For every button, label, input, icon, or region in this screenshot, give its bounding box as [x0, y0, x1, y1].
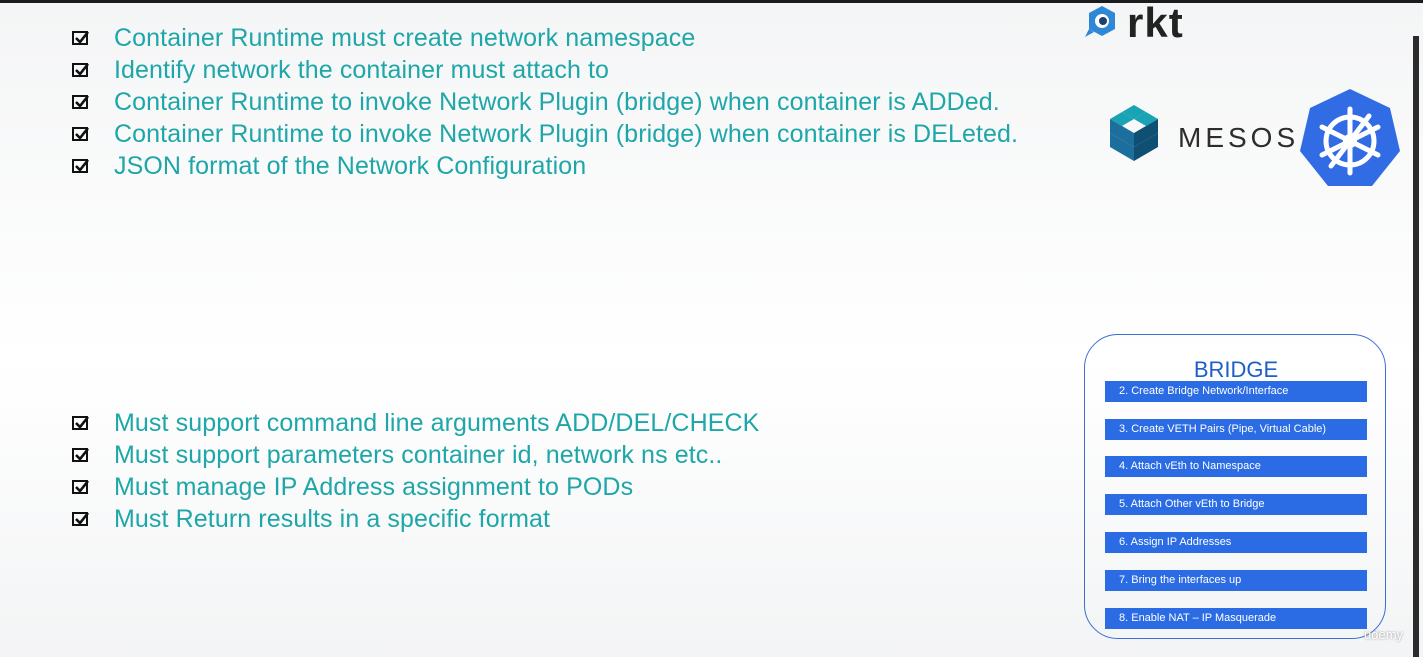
kubernetes-helm-wheel-icon — [1297, 86, 1403, 195]
bridge-step: 2. Create Bridge Network/Interface — [1105, 381, 1367, 402]
checked-box-icon — [72, 416, 90, 430]
checked-box-icon — [72, 31, 90, 45]
checklist-text: JSON format of the Network Configuration — [114, 151, 587, 180]
checked-box-icon — [72, 480, 90, 494]
top-border — [0, 0, 1423, 3]
checklist-text: Must Return results in a specific format — [114, 504, 551, 533]
checklist-item: Must support command line arguments ADD/… — [68, 407, 759, 439]
checked-box-icon — [72, 127, 90, 141]
right-border — [1413, 36, 1419, 657]
checklist-item: Container Runtime to invoke Network Plug… — [68, 86, 1018, 118]
checklist-text: Identify network the container must atta… — [114, 55, 610, 84]
rkt-logo: rkt — [1085, 0, 1184, 46]
checklist-item: Must Return results in a specific format — [68, 503, 759, 535]
checklist-item: Must support parameters container id, ne… — [68, 439, 759, 471]
bridge-step: 5. Attach Other vEth to Bridge — [1105, 494, 1367, 515]
checklist-text: Must support parameters container id, ne… — [114, 440, 723, 469]
checklist-item: JSON format of the Network Configuration — [68, 150, 1018, 182]
bridge-step: 7. Bring the interfaces up — [1105, 570, 1367, 591]
checklist-requirements-plugin: Must support command line arguments ADD/… — [68, 407, 759, 535]
bridge-step: 6. Assign IP Addresses — [1105, 532, 1367, 553]
rkt-logo-icon — [1085, 3, 1119, 44]
mesos-logo: MESOS — [1104, 103, 1299, 172]
checked-box-icon — [72, 512, 90, 526]
mesos-cube-icon — [1104, 103, 1164, 172]
checklist-requirements-runtime: Container Runtime must create network na… — [68, 22, 1018, 182]
checked-box-icon — [72, 159, 90, 173]
bridge-step: 8. Enable NAT – IP Masquerade — [1105, 608, 1367, 629]
mesos-logo-text: MESOS — [1178, 121, 1300, 153]
udemy-watermark: udemy — [1364, 627, 1404, 642]
checklist-item: Identify network the container must atta… — [68, 54, 1018, 86]
checklist-text: Container Runtime must create network na… — [114, 23, 696, 52]
checklist-text: Container Runtime to invoke Network Plug… — [114, 119, 1019, 148]
checklist-item: Container Runtime to invoke Network Plug… — [68, 118, 1018, 150]
checklist-item: Must manage IP Address assignment to POD… — [68, 471, 759, 503]
bridge-step: 3. Create VETH Pairs (Pipe, Virtual Cabl… — [1105, 419, 1367, 440]
checklist-text: Container Runtime to invoke Network Plug… — [114, 87, 1000, 116]
checklist-item: Container Runtime must create network na… — [68, 22, 1018, 54]
checklist-text: Must support command line arguments ADD/… — [114, 408, 760, 437]
rkt-logo-text: rkt — [1127, 0, 1184, 46]
checked-box-icon — [72, 448, 90, 462]
checked-box-icon — [72, 95, 90, 109]
bridge-title: BRIDGE — [1193, 357, 1279, 382]
bridge-step: 4. Attach vEth to Namespace — [1105, 456, 1367, 477]
checklist-text: Must manage IP Address assignment to POD… — [114, 472, 634, 501]
bridge-plugin-panel: BRIDGE 2. Create Bridge Network/Interfac… — [1084, 334, 1386, 639]
checked-box-icon — [72, 63, 90, 77]
